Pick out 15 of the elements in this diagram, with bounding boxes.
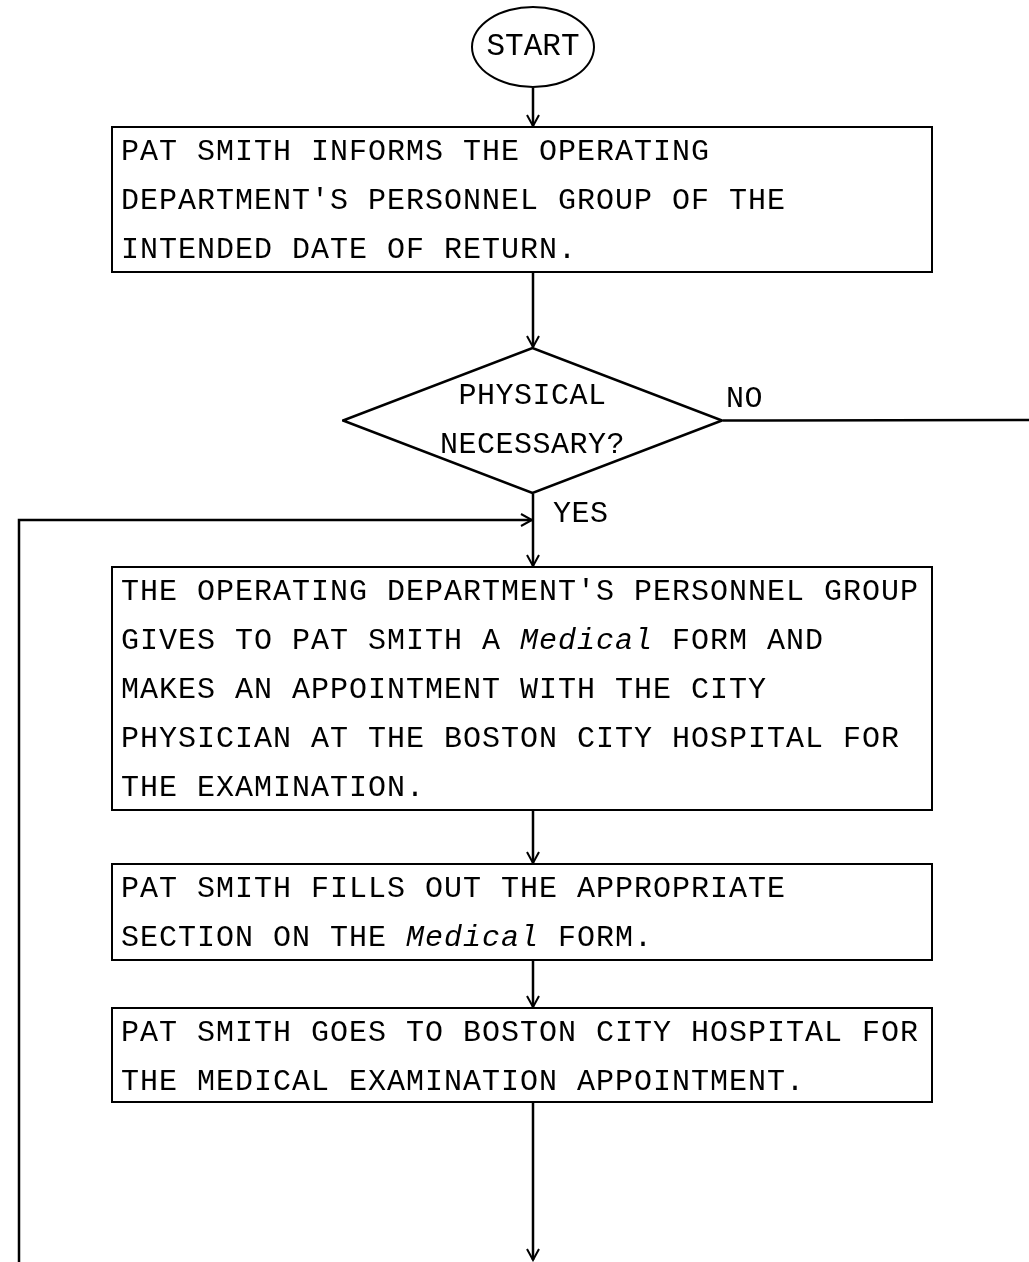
arrow [526, 961, 540, 1008]
process-text: PAT SMITH GOES TO BOSTON CITY HOSPITAL FOR THE MEDICAL EXAMINATION APPOINTMENT. [121, 1015, 921, 1101]
decision-text: PHYSICAL NECESSARY? [439, 377, 626, 464]
arrow [526, 273, 540, 348]
process-text: PAT SMITH FILLS OUT THE APPROPRIATE SECTION ON THE Medical FORM. [121, 871, 788, 957]
arrow [526, 1103, 540, 1261]
arrow [17, 513, 533, 1262]
arrow [526, 494, 540, 567]
process-box [111, 126, 933, 273]
process-text: THE OPERATING DEPARTMENT'S PERSONNEL GROUP GIVES TO PAT SMITH A Medical FORM AND MAKES AN APPOINTMENT WITH THE CITY PHYSICIAN AT THE BOSTON CITY HOSPITAL FOR THE EXAMINATION. [121, 574, 921, 807]
arrow [526, 811, 540, 864]
process-box [111, 863, 933, 961]
process-text: PAT SMITH INFORMS THE OPERATING DEPARTMENT'S PERSONNEL GROUP OF THE INTENDED DATE OF RETURN. [121, 134, 788, 269]
terminal-text: START [486, 29, 580, 65]
arrow [526, 88, 540, 127]
